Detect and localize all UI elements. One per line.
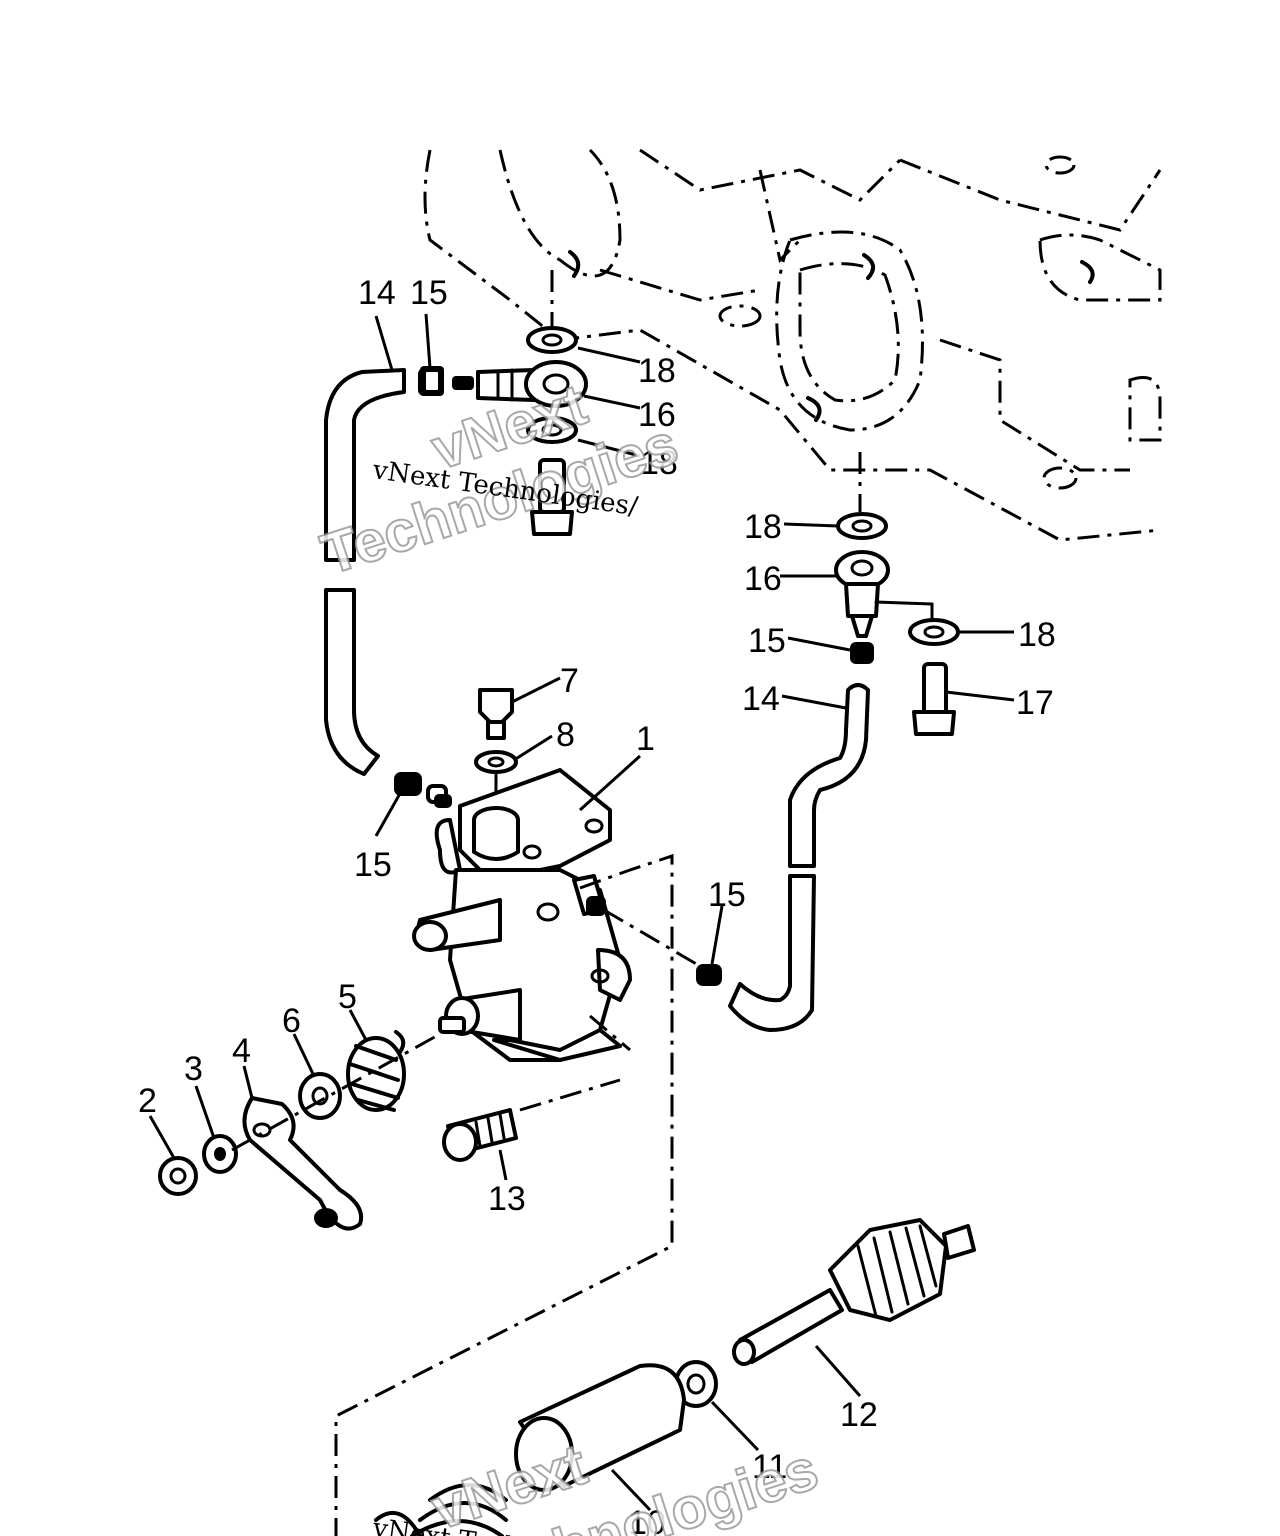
callout-5: 5 — [338, 978, 357, 1016]
callout-18-b: 18 — [640, 444, 678, 482]
callout-8: 8 — [556, 716, 575, 754]
upper-banjo-fitting — [418, 270, 588, 536]
callout-15-mid: 15 — [748, 622, 786, 660]
callout-1: 1 — [636, 720, 655, 758]
callout-17: 17 — [1016, 684, 1054, 722]
callout-10: 10 — [628, 1504, 666, 1536]
callout-11: 11 — [752, 1448, 787, 1486]
callout-7: 7 — [560, 662, 579, 700]
callout-labels: 14 15 18 16 18 18 16 18 15 17 14 7 8 1 1… — [138, 274, 1056, 1536]
callout-18-c: 18 — [744, 508, 782, 546]
callout-3: 3 — [184, 1050, 203, 1088]
pump-body — [334, 688, 711, 1536]
callout-12: 12 — [840, 1396, 878, 1434]
callout-13: 13 — [488, 1180, 526, 1218]
engine-block-outline — [423, 148, 1162, 542]
callout-15-left: 15 — [354, 846, 392, 884]
callout-15-right: 15 — [708, 876, 746, 914]
callout-2: 2 — [138, 1082, 157, 1120]
callout-16-b: 16 — [744, 560, 782, 598]
right-hose — [728, 683, 870, 1032]
leader-lines — [148, 313, 1015, 1512]
callout-15-top: 15 — [410, 274, 448, 312]
callout-14-top: 14 — [358, 274, 396, 312]
callout-6: 6 — [282, 1002, 301, 1040]
hose-clamps — [394, 366, 722, 986]
callout-18-a: 18 — [638, 352, 676, 390]
callout-18-d: 18 — [1018, 616, 1056, 654]
callout-4: 4 — [232, 1032, 251, 1070]
lever-group — [158, 1030, 621, 1231]
watermark-top: vNext Technologies vNext Technologies/ — [313, 371, 687, 589]
right-banjo-fitting — [834, 452, 960, 736]
callout-14-mid: 14 — [742, 680, 780, 718]
callout-16-a: 16 — [638, 396, 676, 434]
left-hose — [324, 368, 406, 776]
drive-shaft-group — [374, 1218, 976, 1536]
